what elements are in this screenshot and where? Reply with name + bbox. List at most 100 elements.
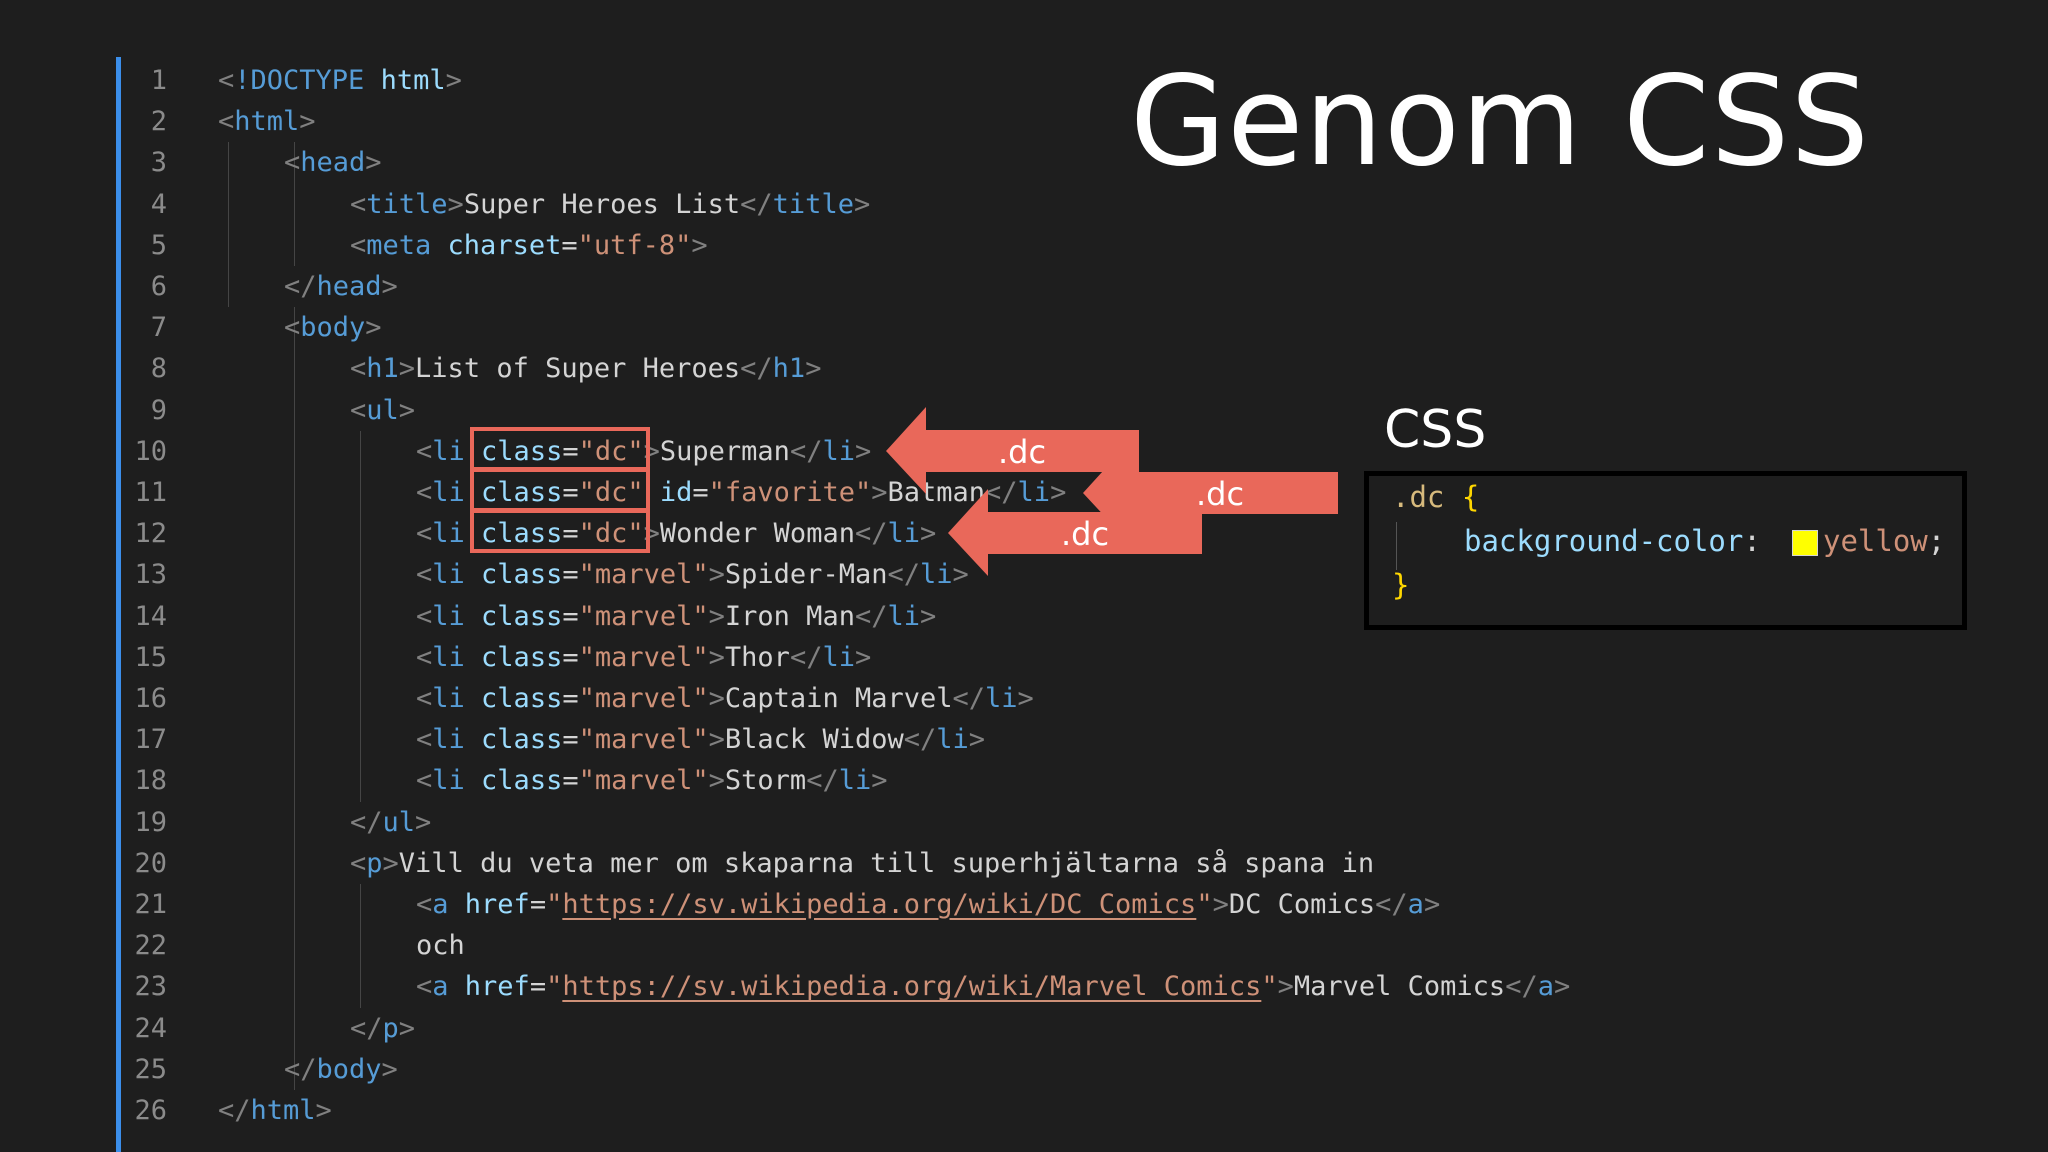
code-token-str: "marvel" [578, 765, 709, 797]
code-token-tag: li [887, 518, 920, 550]
code-token-punc: < [350, 188, 367, 220]
line-number: 12 [134, 518, 167, 550]
code-token-tag: li [432, 641, 482, 673]
code-token-punc: </ [284, 271, 317, 302]
code-token-attr: class [481, 683, 563, 714]
code-token-punc: < [350, 394, 367, 426]
code-token-text: = [562, 600, 579, 632]
color-swatch-icon[interactable] [1792, 530, 1818, 556]
code-token-punc: </ [887, 559, 920, 591]
code-token-punc: > [708, 559, 725, 591]
line-number: 5 [150, 229, 167, 261]
code-token-punc: > [299, 106, 316, 138]
code-token-url[interactable]: https://sv.wikipedia.org/wiki/Marvel_Com… [562, 971, 1262, 1003]
code-token-punc: > [708, 765, 725, 797]
code-token-punc: < [416, 559, 433, 591]
code-line: <a href="https://sv.wikipedia.org/wiki/D… [416, 884, 1440, 925]
code-token-tag: ul [366, 394, 399, 426]
code-token-punc: > [447, 188, 464, 220]
code-token-punc: > [365, 312, 382, 344]
code-token-punc: </ [789, 641, 823, 673]
line-number: 22 [134, 930, 167, 962]
slide-title: Genom CSS [1130, 50, 1871, 194]
code-token-attr: class [481, 600, 563, 632]
code-token-tag: a [1407, 889, 1424, 920]
code-line: <!DOCTYPE html> [218, 60, 462, 101]
code-token-punc: > [381, 271, 398, 302]
code-line: <li class="marvel">Spider-Man</li> [416, 554, 969, 595]
line-number: 23 [134, 971, 167, 1003]
css-open-brace: { [1461, 480, 1480, 514]
line-number: 24 [134, 1012, 167, 1044]
line-number: 14 [134, 600, 167, 632]
code-token-punc: > [365, 147, 382, 179]
class-dc-highlight-box [470, 509, 650, 553]
dc-arrow-2 [1083, 449, 1338, 536]
code-token-text: Spider-Man [724, 559, 888, 591]
code-token-punc: > [1050, 477, 1067, 508]
code-token-punc: < [350, 229, 367, 261]
code-token-tag: li [838, 765, 872, 797]
code-token-punc: > [919, 600, 937, 632]
code-token-tag: li [985, 683, 1018, 714]
code-token-attr: class [481, 559, 563, 591]
code-line: <li class="marvel">Captain Marvel</li> [416, 678, 1034, 719]
code-token-punc: < [416, 477, 433, 508]
code-token-punc: </ [789, 435, 823, 467]
code-line: <head> [284, 142, 382, 183]
line-number: 17 [134, 724, 167, 756]
code-token-punc: > [445, 65, 462, 96]
code-token-url[interactable]: https://sv.wikipedia.org/wiki/DC_Comics [562, 889, 1197, 920]
code-token-punc: </ [350, 806, 383, 838]
code-line: <li class="dc">Superman</li> [416, 431, 871, 472]
code-token-tag: h1 [772, 353, 806, 385]
code-token-text: Batman [887, 477, 986, 508]
code-token-tag: h1 [366, 353, 399, 385]
code-token-punc: > [382, 847, 399, 879]
code-line: </p> [350, 1008, 415, 1049]
code-token-str: " [546, 889, 563, 920]
code-token-tag: li [432, 518, 482, 550]
code-token-punc: < [416, 435, 433, 467]
code-token-text: Super Heroes List [463, 188, 741, 220]
code-token-text: Black Widow [724, 724, 904, 756]
code-token-attr: charset [447, 229, 562, 261]
code-line: <h1>List of Super Heroes</h1> [350, 348, 821, 389]
css-declaration: background-color: [1464, 524, 1761, 558]
code-line: </head> [284, 266, 398, 307]
code-token-tag: p [382, 1012, 399, 1044]
code-token-punc: > [853, 188, 871, 220]
code-token-punc: > [315, 1095, 332, 1126]
code-token-attr: class [481, 765, 563, 797]
code-line: </html> [218, 1090, 332, 1131]
code-token-punc: > [381, 1053, 398, 1085]
code-token-punc: > [920, 518, 937, 550]
css-rule-close: } [1392, 568, 1409, 602]
dc-arrow-1 [886, 407, 1139, 494]
code-token-punc: < [350, 847, 367, 879]
code-token-text: Iron Man [724, 600, 855, 632]
code-token-text: DC Comics [1228, 889, 1376, 920]
code-line: <html> [218, 101, 316, 142]
code-token-tag: li [936, 724, 969, 756]
code-token-tag: title [772, 188, 854, 220]
code-token-tag: head [316, 271, 382, 302]
code-token-punc: </ [952, 683, 985, 714]
dc-arrow-label-2: .dc [1196, 475, 1244, 513]
code-token-text: Wonder Woman [659, 518, 855, 550]
code-token-str: "utf-8" [577, 229, 692, 261]
line-number: 16 [134, 683, 167, 714]
code-token-tag: html [234, 106, 300, 138]
line-number: 4 [150, 188, 167, 220]
line-number: 2 [150, 106, 167, 138]
code-line: <body> [284, 307, 382, 348]
line-number: 8 [150, 353, 167, 385]
code-line: och [416, 925, 465, 966]
code-line: <li class="marvel">Iron Man</li> [416, 596, 936, 637]
code-token-tag: a [1537, 971, 1554, 1003]
line-number: 10 [134, 435, 167, 467]
code-token-attr: class [481, 435, 563, 467]
code-token-str: "marvel" [578, 559, 709, 591]
code-token-punc: > [871, 765, 888, 797]
code-token-attr: class [481, 724, 563, 756]
